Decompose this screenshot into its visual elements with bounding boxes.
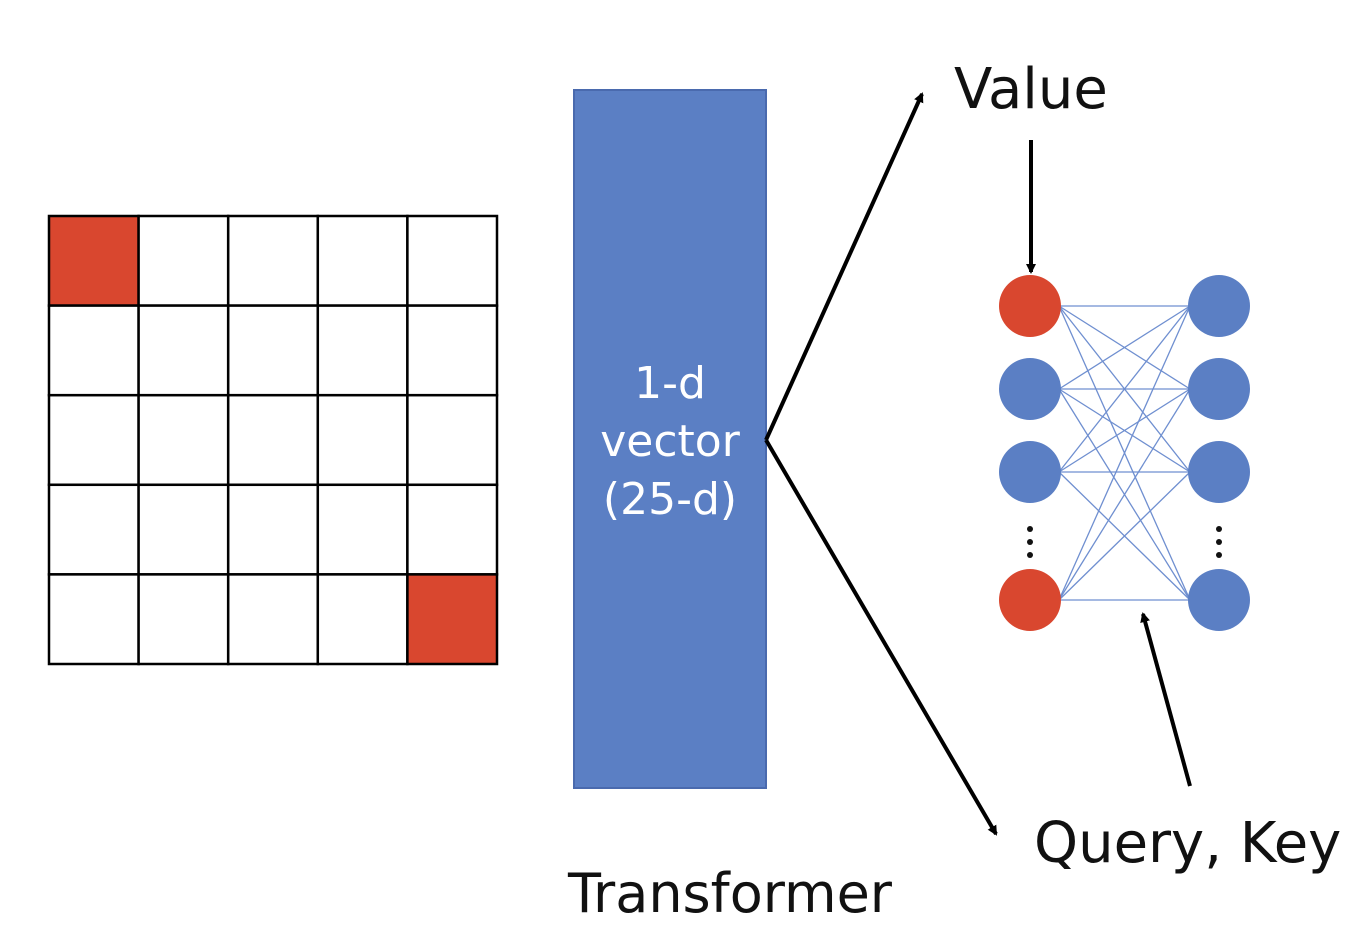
grid-cell: [47, 483, 140, 576]
attention-network: [999, 275, 1250, 631]
input-grid: [47, 214, 499, 666]
grid-cell: [316, 483, 409, 576]
arrow-to-value: [764, 92, 924, 441]
grid-cell: [47, 393, 140, 487]
arrow-query-key-to-connections: [1140, 612, 1192, 787]
connection-line: [1058, 305, 1191, 473]
grid-cell: [226, 393, 320, 487]
grid-cell: [316, 214, 409, 307]
vector-box: 1-d vector (25-d): [573, 89, 767, 789]
left-ellipsis: [1027, 526, 1033, 558]
grid-cell: [137, 304, 230, 397]
vector-box-line-3: (25-d): [603, 474, 737, 525]
vector-box-rect: [573, 89, 767, 789]
connection-line: [1058, 471, 1191, 601]
grid-cell: [406, 304, 499, 397]
grid-cell: [226, 483, 320, 576]
left-node-red: [999, 569, 1061, 631]
grid-cell: [137, 393, 230, 487]
grid-cell: [226, 573, 320, 666]
right-ellipsis: [1216, 526, 1222, 558]
attention-connections: [1058, 305, 1191, 601]
value-label: Value: [954, 57, 1108, 122]
arrow-to-query-key: [764, 438, 998, 836]
grid-cell: [316, 573, 409, 666]
grid-cell: [47, 304, 140, 397]
left-node-red: [999, 275, 1061, 337]
vector-box-line-2: vector: [600, 416, 740, 467]
left-node-blue: [999, 358, 1061, 420]
grid-cell: [137, 214, 230, 307]
grid-cell: [406, 393, 499, 487]
grid-cell: [316, 304, 409, 397]
grid-cell: [226, 304, 320, 397]
right-node-blue: [1188, 358, 1250, 420]
connection-line: [1058, 388, 1191, 473]
grid-cell: [406, 214, 499, 307]
connection-line: [1058, 388, 1191, 601]
right-node-blue: [1188, 275, 1250, 337]
grid-cell: [47, 573, 140, 666]
grid-cell: [316, 393, 409, 487]
vector-box-line-1: 1-d: [634, 358, 706, 409]
right-node-blue: [1188, 441, 1250, 503]
grid-cell: [137, 573, 230, 666]
grid-cell: [226, 214, 320, 307]
grid-cell-highlighted: [47, 214, 140, 307]
query-key-label: Query, Key: [1034, 811, 1341, 876]
transformer-caption: Transformer: [567, 862, 893, 925]
left-node-blue: [999, 441, 1061, 503]
grid-cell: [406, 483, 499, 576]
connection-line: [1058, 305, 1191, 390]
right-node-blue: [1188, 569, 1250, 631]
connection-line: [1058, 305, 1191, 601]
grid-cell-highlighted: [406, 573, 499, 666]
grid-cell: [137, 483, 230, 576]
